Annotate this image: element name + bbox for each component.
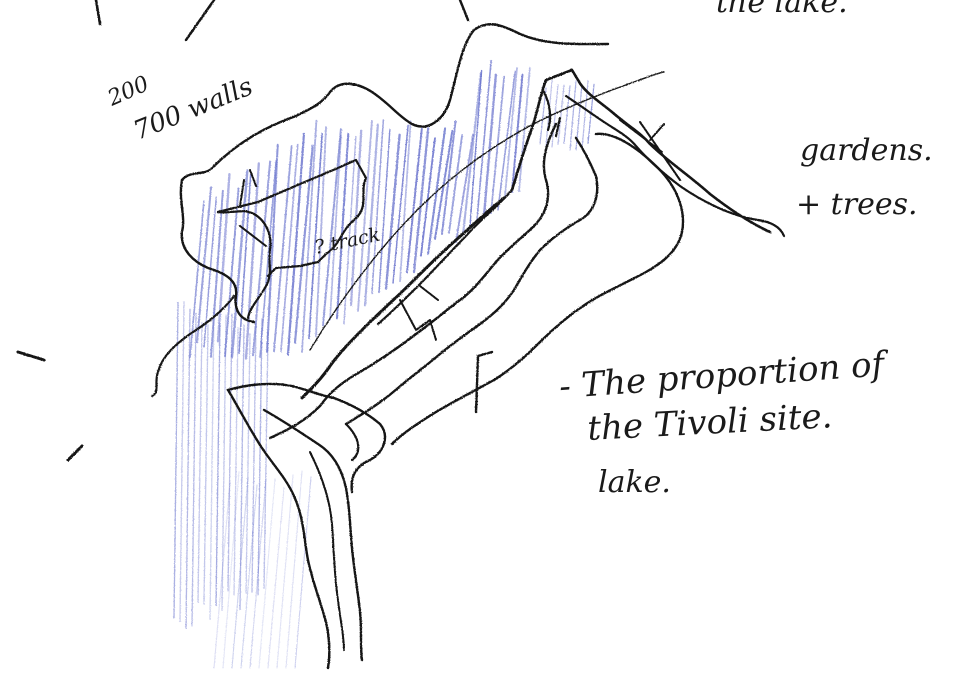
hatch-stroke: [216, 323, 220, 606]
hatch-stroke: [564, 86, 570, 144]
hatch-stroke: [198, 323, 202, 602]
note-the-lake: the lake.: [716, 0, 848, 20]
hatch-stroke: [421, 138, 435, 256]
hatch-stroke: [484, 75, 496, 216]
hatch-stroke: [252, 322, 256, 592]
blue-hatching: [174, 61, 594, 668]
hatch-stroke: [286, 471, 302, 668]
hatch-stroke: [246, 163, 259, 358]
hatch-stroke: [372, 120, 383, 294]
hatch-stroke: [246, 334, 250, 593]
hatch-stroke: [180, 302, 184, 622]
hatch-stroke: [268, 488, 284, 668]
hatch-stroke: [241, 485, 257, 668]
hatch-stroke: [259, 479, 275, 668]
hatch-stroke: [264, 333, 268, 588]
handwritten-notes: the lake. 200 700 walls ? track gardens.…: [103, 0, 932, 500]
hatch-stroke: [204, 325, 208, 604]
note-lake: lake.: [598, 465, 671, 500]
hatch-stroke: [228, 314, 232, 591]
hatch-stroke: [277, 475, 293, 668]
note-walls-lower: 700 walls: [129, 72, 257, 147]
hatch-stroke: [186, 309, 190, 628]
note-gardens: gardens.: [800, 133, 933, 168]
note-track: ? track: [312, 224, 382, 259]
hatch-stroke: [365, 125, 378, 306]
note-tivoli-site: the Tivoli site.: [586, 396, 833, 449]
hatch-stroke: [192, 313, 196, 625]
hatch-stroke: [570, 81, 576, 150]
hatch-stroke: [223, 472, 239, 668]
hatch-stroke: [552, 85, 558, 147]
hatch-stroke: [174, 303, 178, 619]
note-proportion: - The proportion of: [558, 344, 891, 407]
note-trees: + trees.: [796, 187, 918, 222]
hatch-stroke: [234, 328, 238, 595]
note-walls-upper: 200: [103, 72, 152, 112]
hatch-stroke: [558, 85, 564, 144]
